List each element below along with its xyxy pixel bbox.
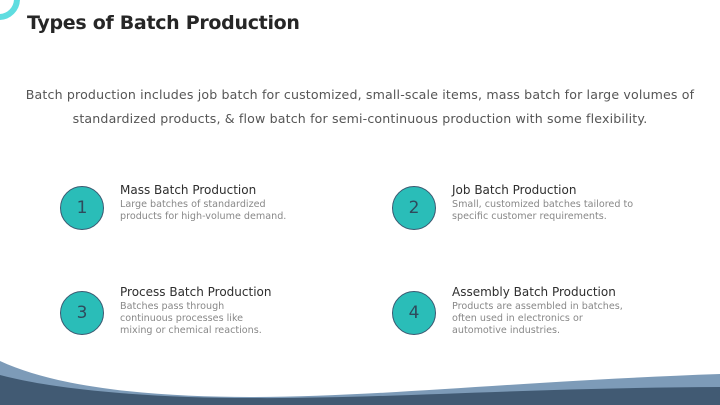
item-title: Job Batch Production [452, 183, 577, 197]
item-mass-batch: 1 Mass Batch Production Large batches of… [60, 183, 286, 230]
number-badge: 3 [60, 291, 104, 335]
item-assembly-batch: 4 Assembly Batch Production Products are… [392, 285, 623, 337]
number-badge: 2 [392, 186, 436, 230]
bottom-wave-decoration [0, 361, 720, 405]
intro-paragraph: Batch production includes job batch for … [25, 87, 695, 126]
item-title: Mass Batch Production [120, 183, 257, 197]
item-description: Batches pass through continuous processe… [120, 301, 262, 336]
item-title: Assembly Batch Production [452, 285, 616, 299]
page-title: Types of Batch Production [27, 12, 300, 34]
item-description: Large batches of standardized products f… [120, 199, 287, 222]
number-badge: 1 [60, 186, 104, 230]
corner-ring-decoration [0, 0, 20, 20]
number-badge: 4 [392, 291, 436, 335]
wave-dark-band [0, 375, 720, 405]
item-description: Small, customized batches tailored to sp… [452, 199, 634, 222]
item-job-batch: 2 Job Batch Production Small, customized… [392, 183, 633, 230]
item-process-batch: 3 Process Batch Production Batches pass … [60, 285, 272, 337]
item-title: Process Batch Production [120, 285, 272, 299]
item-description: Products are assembled in batches, often… [452, 301, 623, 336]
